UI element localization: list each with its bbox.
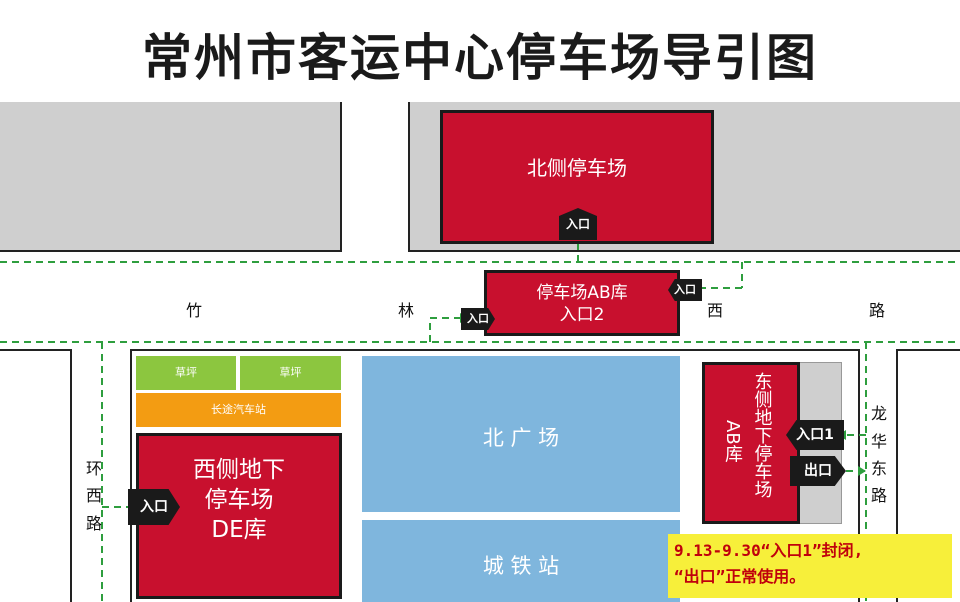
road-edge	[0, 349, 72, 351]
west-lot-line3: DE库	[211, 516, 267, 543]
ab-lot-label-line2: 入口2	[559, 305, 605, 326]
road-longhua-char4: 路	[871, 486, 888, 505]
road-edge	[340, 102, 342, 252]
road-zhulin-char2: 林	[398, 301, 415, 320]
road-edge	[410, 250, 960, 252]
road-edge	[130, 349, 132, 602]
closure-notice-line2: “出口”正常使用。	[674, 567, 806, 586]
east-lot-ab-label: AB库	[718, 420, 746, 469]
north-lot-label: 北侧停车场	[527, 156, 627, 180]
road-edge	[896, 349, 960, 351]
road-zhulin-char3: 西	[707, 301, 724, 320]
road-huanxi-char2: 西	[86, 486, 103, 505]
ab-entrance-left-tag: 入口	[461, 308, 495, 330]
road-edge	[0, 250, 340, 252]
east-lot-entrance1: 入口1	[786, 420, 844, 450]
closure-notice: 9.13-9.30“入口1”封闭, “出口”正常使用。	[668, 534, 952, 598]
long-distance-bus-station: 长途汽车站	[136, 393, 341, 427]
block-northwest	[0, 102, 340, 250]
north-plaza: 北 广 场	[362, 356, 680, 512]
road-edge	[130, 349, 860, 351]
west-lot-entrance: 入口	[128, 489, 180, 525]
east-lot-name: 东侧地下停车场	[751, 372, 773, 498]
metro-station-label: 城 铁 站	[482, 554, 560, 578]
road-edge	[408, 102, 410, 252]
grass-right: 草坪	[240, 356, 341, 390]
road-longhua-char2: 华	[871, 432, 888, 451]
east-lot-name-label: 东侧地下停车场	[748, 372, 776, 503]
grass-left: 草坪	[136, 356, 236, 390]
road-edge	[858, 349, 860, 602]
road-longhua-char1: 龙	[871, 404, 888, 423]
west-lot-line2: 停车场	[204, 486, 274, 513]
road-zhulin-char1: 竹	[186, 301, 203, 320]
north-lot-entrance: 入口	[559, 208, 597, 240]
block-west-strip	[0, 350, 72, 602]
east-lot-ab: AB库	[722, 420, 743, 463]
road-huanxi-char1: 环	[86, 459, 103, 478]
closure-notice-line1: 9.13-9.30“入口1”封闭,	[674, 541, 864, 560]
ab-lot-entrance2: 停车场AB库 入口2	[484, 270, 680, 336]
north-plaza-label: 北 广 场	[482, 426, 560, 450]
ab-entrance-right-tag: 入口	[668, 279, 702, 301]
map-title: 常州市客运中心停车场导引图	[142, 29, 818, 87]
ab-lot-label-line1: 停车场AB库	[536, 283, 628, 303]
east-lot-exit: 出口	[790, 456, 846, 486]
west-lot-line1: 西侧地下	[193, 457, 285, 483]
road-longhua-char3: 东	[871, 459, 888, 478]
road-zhulin-char4: 路	[869, 301, 886, 320]
road-huanxi-char3: 路	[86, 514, 103, 533]
metro-station: 城 铁 站	[362, 520, 680, 602]
